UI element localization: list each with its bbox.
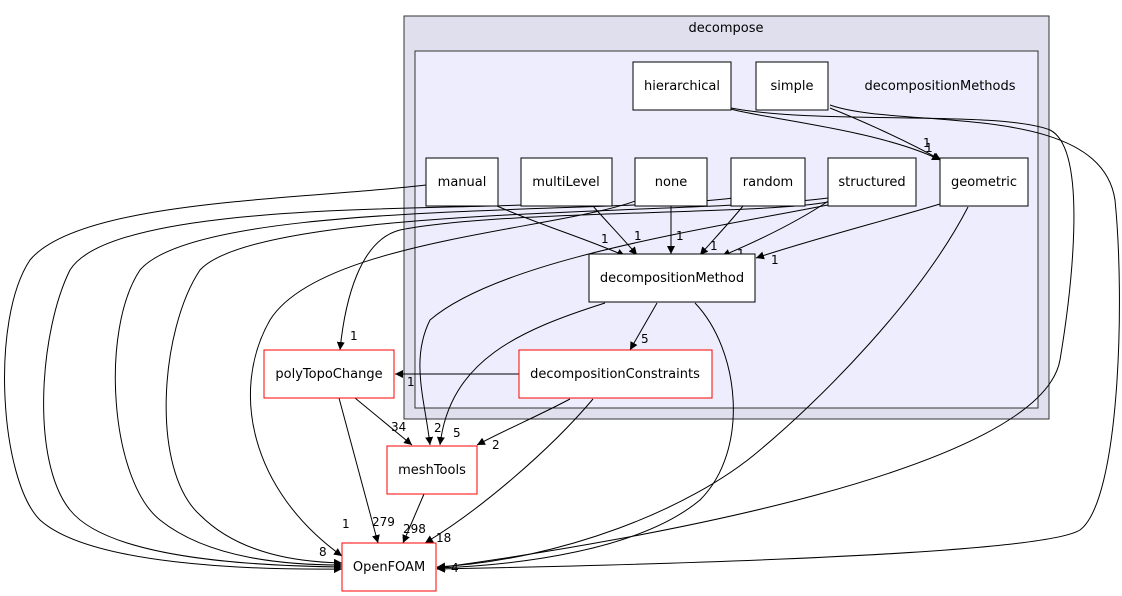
edge-label: 4	[451, 561, 459, 575]
node-manual-box	[425, 157, 499, 207]
node-multilevel-label: multiLevel	[532, 175, 600, 190]
edge-polytopochange-openfoam	[338, 397, 380, 544]
node-decomposition-constraints[interactable]: decompositionConstraints	[518, 349, 713, 399]
node-openfoam-label: OpenFOAM	[353, 560, 425, 575]
edge-multilevel-openfoam	[43, 204, 523, 571]
edge-label: 1	[925, 141, 933, 155]
edges	[4, 104, 1120, 574]
edge-manual-openfoam	[4, 184, 427, 574]
node-hierarchical-box	[632, 61, 732, 111]
edge-label: 5	[641, 332, 649, 346]
node-decomposition-method-box	[588, 253, 756, 303]
edge-hierarchical-geometric	[730, 108, 941, 161]
edge-dm-dc	[629, 302, 658, 351]
edge-label: 1	[601, 232, 609, 246]
node-simple-box	[755, 61, 829, 111]
edge-label: 34	[391, 420, 406, 434]
node-decomposition-constraints-label: decompositionConstraints	[530, 367, 700, 382]
edge-manual-dm	[496, 205, 626, 257]
node-structured-label: structured	[838, 175, 905, 190]
node-structured-box	[827, 157, 917, 207]
node-meshtools-label: meshTools	[398, 463, 466, 478]
node-random[interactable]: random	[730, 157, 806, 207]
node-none[interactable]: none	[634, 157, 708, 207]
node-multilevel-box	[520, 157, 613, 207]
edge-label: 1	[342, 517, 350, 531]
node-polytopochange-box	[263, 349, 395, 399]
edge-label: 5	[453, 426, 461, 440]
edge-meshtools-openfoam	[402, 493, 425, 544]
edge-geometric-dm	[755, 203, 941, 260]
edge-structured-openfoam	[165, 197, 829, 567]
edge-label: 1	[710, 239, 718, 253]
node-openfoam-box	[341, 542, 437, 592]
edge-none-openfoam	[249, 199, 639, 557]
node-geometric-label: geometric	[951, 175, 1017, 190]
edge-polytopochange-meshtools	[354, 397, 413, 446]
node-none-label: none	[655, 175, 687, 190]
edge-simple-geometric	[829, 107, 942, 161]
node-polytopochange[interactable]: polyTopoChange	[263, 349, 395, 399]
node-decomposition-method[interactable]: decompositionMethod	[588, 253, 756, 303]
edge-dm-openfoam	[436, 302, 734, 572]
node-none-box	[634, 157, 708, 207]
node-random-box	[730, 157, 806, 207]
node-manual[interactable]: manual	[425, 157, 499, 207]
node-openfoam[interactable]: OpenFOAM	[341, 542, 437, 592]
edge-label: 1	[771, 253, 779, 267]
edge-dc-openfoam	[424, 398, 594, 544]
edge-label: 279	[372, 515, 395, 529]
edge-random-openfoam	[114, 197, 734, 569]
node-polytopochange-label: polyTopoChange	[275, 367, 382, 382]
edge-label: 1	[407, 375, 415, 389]
edge-label: 8	[319, 545, 327, 559]
edge-label: 2	[434, 421, 442, 435]
node-geometric-box	[939, 157, 1029, 207]
node-meshtools[interactable]: meshTools	[386, 445, 478, 495]
node-simple[interactable]: simple	[755, 61, 829, 111]
edge-multilevel-dm	[592, 205, 638, 256]
edge-structured-meshtools	[419, 204, 829, 446]
edge-geometric-openfoam	[436, 206, 969, 571]
edge-label: 1	[634, 229, 642, 243]
edge-label: 1	[676, 229, 684, 243]
node-hierarchical-label: hierarchical	[644, 79, 720, 94]
edge-random-dm	[699, 205, 744, 256]
node-manual-label: manual	[438, 175, 487, 190]
cluster-decompose-label: decompose	[689, 21, 764, 36]
node-decomposition-method-label: decompositionMethod	[600, 271, 744, 286]
node-random-label: random	[743, 175, 793, 190]
edge-dc-meshtools	[476, 398, 571, 446]
node-meshtools-box	[386, 445, 478, 495]
cluster-decomposition-methods-label: decompositionMethods	[864, 79, 1015, 94]
node-hierarchical[interactable]: hierarchical	[632, 61, 732, 111]
node-decomposition-constraints-box	[518, 349, 713, 399]
node-multilevel[interactable]: multiLevel	[520, 157, 613, 207]
edge-label: 1	[350, 329, 358, 343]
edge-label: 18	[436, 531, 451, 545]
node-structured[interactable]: structured	[827, 157, 917, 207]
edge-label: 1	[923, 136, 931, 150]
node-simple-label: simple	[771, 79, 814, 94]
edge-structured-polytopochange	[336, 201, 829, 351]
edge-simple-openfoam	[436, 104, 1120, 573]
edge-label: 2	[492, 438, 500, 452]
edge-dm-meshtools	[436, 302, 606, 446]
node-geometric[interactable]: geometric	[939, 157, 1029, 207]
edge-label: 298	[403, 522, 426, 536]
